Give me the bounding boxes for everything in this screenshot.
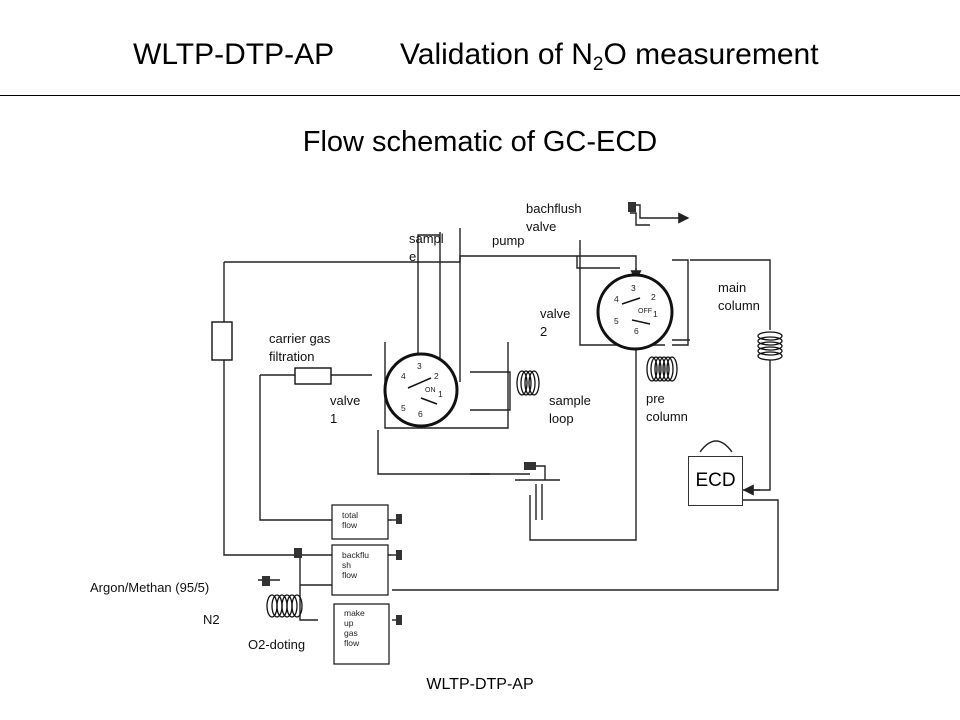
valve2-port-3: 3 bbox=[631, 283, 636, 293]
valve2-port-4: 4 bbox=[614, 294, 619, 304]
main-column-label: main column bbox=[718, 280, 760, 313]
valve2-rotor bbox=[596, 273, 674, 351]
injector-symbol bbox=[515, 465, 560, 520]
main-title-subscript: 2 bbox=[592, 54, 604, 75]
backflush-flow-box bbox=[331, 544, 389, 596]
sample-loop-label: sample loop bbox=[549, 393, 591, 426]
argon-methan-label: Argon/Methan (95/5) bbox=[90, 580, 210, 595]
valve1-port-6: 6 bbox=[418, 409, 423, 419]
main-column-line bbox=[742, 360, 771, 491]
backflush-valve-label: bachflush valve bbox=[526, 201, 582, 234]
valve2-port-1: 1 bbox=[653, 309, 658, 319]
main-title-suffix: O measurement bbox=[603, 38, 819, 71]
o2-doting-coil bbox=[266, 594, 303, 618]
valve2-state: OFF bbox=[638, 308, 652, 315]
valve1-port-2: 2 bbox=[434, 371, 439, 381]
header-divider bbox=[0, 95, 960, 96]
header-left-title: WLTP-DTP-AP bbox=[133, 38, 335, 71]
main-title-prefix: Validation of N bbox=[400, 38, 593, 71]
n2-label: N2 bbox=[203, 612, 220, 627]
valve1-port-1: 1 bbox=[438, 389, 443, 399]
valve2-label: valve 2 bbox=[540, 306, 571, 339]
total-flow-box bbox=[331, 504, 389, 540]
valve1-port-5: 5 bbox=[401, 403, 406, 413]
footer-text: WLTP-DTP-AP bbox=[426, 676, 534, 693]
pre-column-line bbox=[529, 345, 637, 541]
valve2-port-5: 5 bbox=[614, 316, 619, 326]
valve1-port-3: 3 bbox=[417, 361, 422, 371]
pre-column-coil bbox=[646, 356, 678, 382]
pump-label: pump bbox=[492, 233, 525, 248]
o2-doting-label: O2-doting bbox=[248, 637, 306, 652]
makeup-gas-flow-label: make up gas flow bbox=[344, 608, 365, 648]
makeup-gas-flow-box bbox=[333, 603, 390, 665]
ecd-detector: ECD bbox=[688, 456, 743, 506]
diagram-title: Flow schematic of GC-ECD bbox=[302, 126, 658, 158]
header-main-title: Validation of N2O measurement bbox=[400, 30, 819, 80]
valve1-label: valve 1 bbox=[330, 393, 361, 426]
carrier-filter-line bbox=[259, 375, 392, 521]
backflush-flow-label: backflu sh flow bbox=[342, 550, 369, 580]
sample-label: sampl e bbox=[409, 231, 444, 264]
valve2-port-6: 6 bbox=[634, 326, 639, 336]
pre-column-label: pre column bbox=[646, 391, 688, 424]
carrier-gas-label: carrier gas filtration bbox=[269, 331, 331, 364]
carrier-filter-inline bbox=[294, 367, 332, 385]
total-flow-label: total flow bbox=[342, 510, 359, 530]
valve1-rotor bbox=[383, 352, 459, 428]
valve1-state: ON bbox=[425, 387, 436, 394]
valve1-port-4: 4 bbox=[401, 371, 406, 381]
valve2-port-2: 2 bbox=[651, 292, 656, 302]
sample-loop-coil bbox=[516, 370, 540, 396]
carrier-filter-left bbox=[211, 321, 233, 361]
header-title: WLTP-DTP-AP Validation of N2O measuremen… bbox=[0, 30, 960, 80]
main-column-coil bbox=[757, 331, 783, 361]
